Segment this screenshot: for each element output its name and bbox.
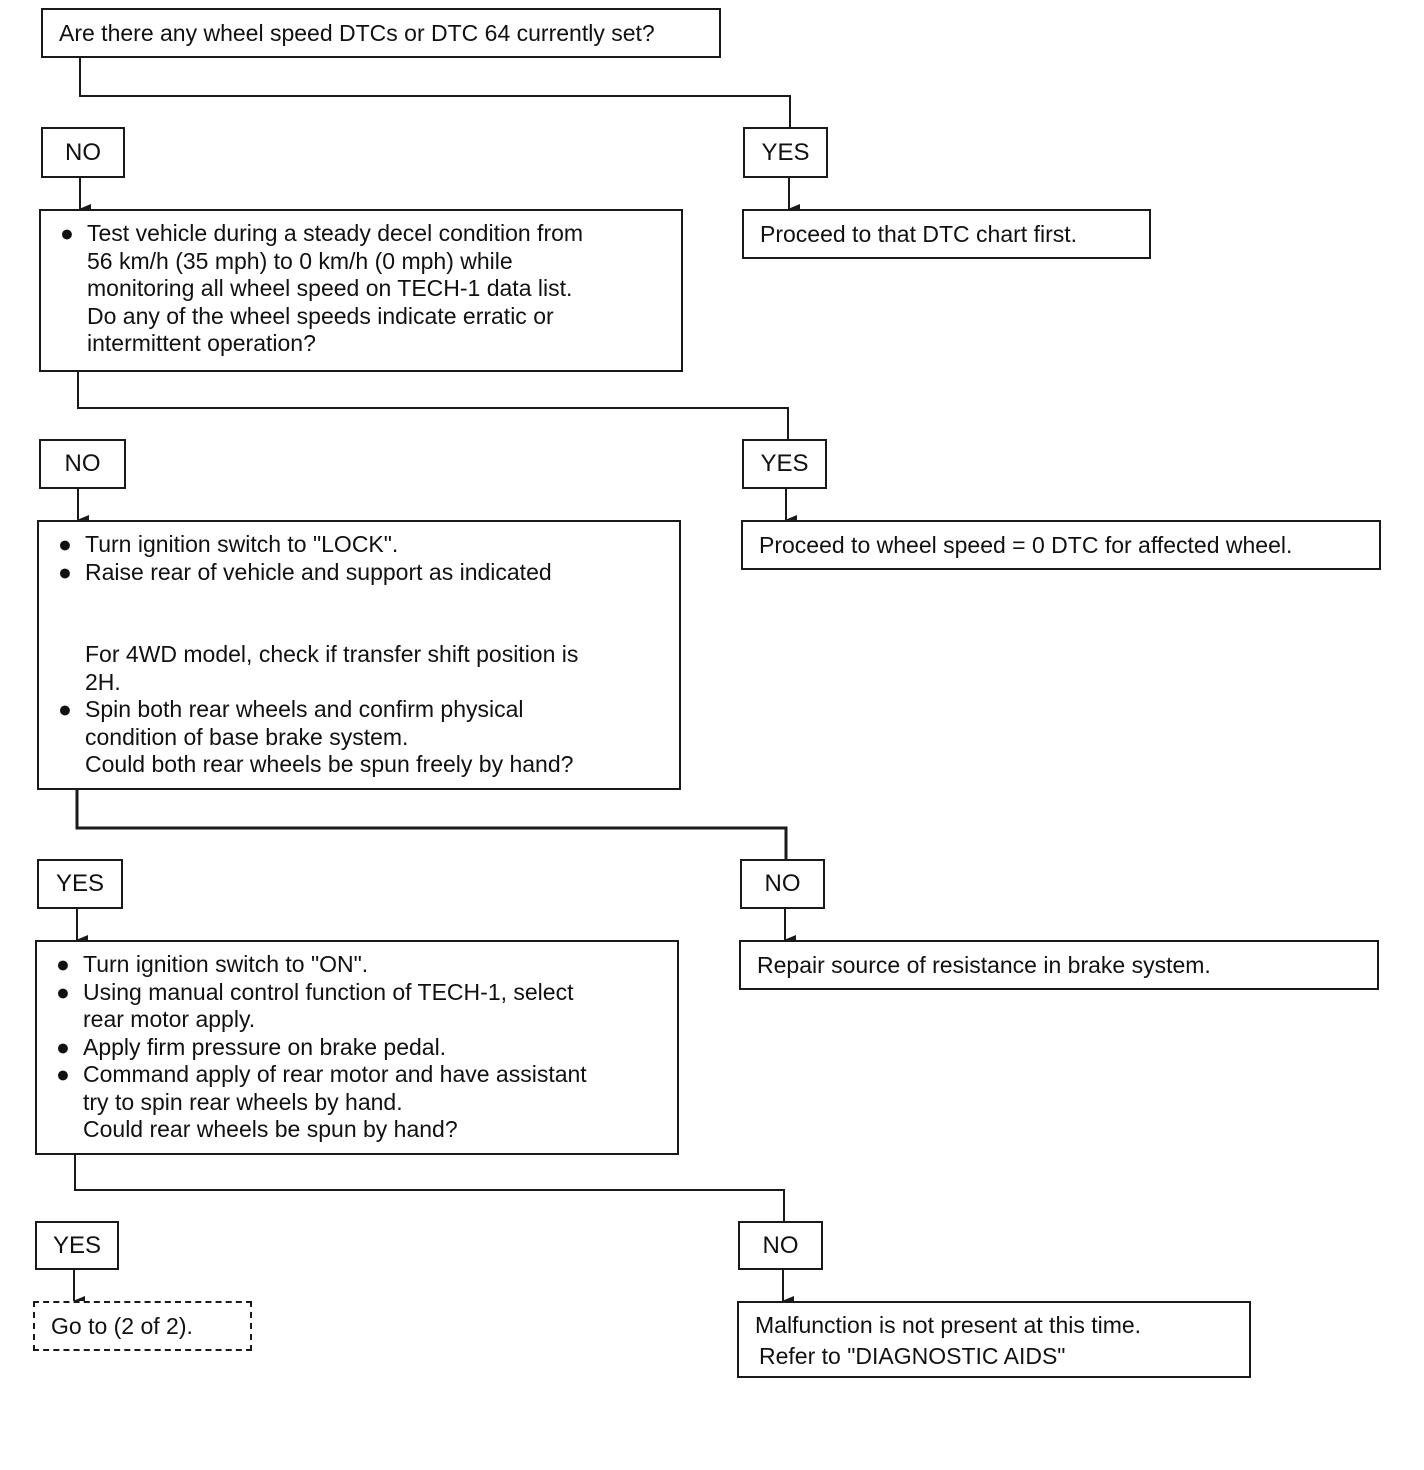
branch-line-q4	[74, 1155, 785, 1221]
bullet-icon: ●	[56, 1061, 70, 1087]
branch-line-q3	[75, 790, 788, 859]
q3-step-3: ● Spin both rear wheels and confirm phys…	[55, 696, 665, 779]
branch-line-q1	[79, 58, 791, 127]
q1-yes-action-box: Proceed to that DTC chart first.	[742, 209, 1151, 259]
q4-step-3: ● Apply firm pressure on brake pedal.	[56, 1033, 447, 1060]
bullet-icon: ●	[60, 220, 74, 246]
branch-line-q2	[77, 372, 789, 439]
q2-yes-action-text: Proceed to wheel speed = 0 DTC for affec…	[759, 532, 1293, 558]
q4-no-action-line-2: Refer to "DIAGNOSTIC AIDS"	[759, 1342, 1066, 1369]
q4-no-action-line-1: Malfunction is not present at this time.	[755, 1312, 1142, 1338]
go-to-next-page-box: Go to (2 of 2).	[33, 1301, 252, 1351]
q3-no-action-text: Repair source of resistance in brake sys…	[757, 952, 1211, 978]
question-4-box: ● Turn ignition switch to "ON". ● Using …	[35, 940, 679, 1155]
q3-no-action-box: Repair source of resistance in brake sys…	[739, 940, 1379, 990]
q1-yes-action-text: Proceed to that DTC chart first.	[760, 221, 1078, 247]
question-1-box: Are there any wheel speed DTCs or DTC 64…	[41, 8, 721, 58]
q3-yes-label: YES	[37, 859, 123, 909]
q2-no-label: NO	[39, 439, 126, 489]
q1-yes-label: YES	[743, 127, 828, 178]
q4-yes-label: YES	[35, 1221, 119, 1270]
q2-line-1: Test vehicle during a steady decel condi…	[87, 220, 584, 246]
q3-step-1: ● Turn ignition switch to "LOCK".	[58, 531, 399, 557]
bullet-icon: ●	[58, 558, 72, 585]
q2-step: ● Test vehicle during a steady decel con…	[57, 220, 667, 358]
q4-step-2: ● Using manual control function of TECH-…	[56, 978, 574, 1033]
q3-step-2: ● Raise rear of vehicle and support as i…	[58, 558, 552, 585]
q3-question: Could both rear wheels be spun freely by…	[85, 751, 574, 777]
question-3-box: ● Turn ignition switch to "LOCK". ● Rais…	[37, 520, 681, 790]
question-1-text: Are there any wheel speed DTCs or DTC 64…	[59, 20, 655, 46]
q4-step-4: ● Command apply of rear motor and have a…	[53, 1061, 663, 1144]
q3-no-label: NO	[740, 859, 825, 909]
q2-yes-label: YES	[742, 439, 827, 489]
q4-no-action-box: Malfunction is not present at this time.…	[737, 1301, 1251, 1378]
bullet-icon: ●	[58, 696, 72, 722]
bullet-icon: ●	[56, 978, 70, 1005]
q3-note-line-1: For 4WD model, check if transfer shift p…	[85, 641, 579, 667]
bullet-icon: ●	[56, 951, 70, 977]
go-to-next-page-text: Go to (2 of 2).	[51, 1313, 193, 1339]
question-2-box: ● Test vehicle during a steady decel con…	[39, 209, 683, 372]
q1-no-label: NO	[41, 127, 125, 178]
q2-line-4: Do any of the wheel speeds indicate erra…	[87, 302, 554, 329]
q2-line-3: monitoring all wheel speed on TECH-1 dat…	[87, 275, 573, 301]
q2-line-5: intermittent operation?	[87, 330, 316, 356]
bullet-icon: ●	[56, 1033, 70, 1060]
q2-line-2: 56 km/h (35 mph) to 0 km/h (0 mph) while	[87, 247, 513, 274]
q4-no-label: NO	[738, 1221, 823, 1270]
bullet-icon: ●	[58, 531, 72, 557]
q3-note-line-2: 2H.	[85, 668, 121, 695]
q4-step-1: ● Turn ignition switch to "ON".	[56, 951, 369, 977]
q4-question: Could rear wheels be spun by hand?	[83, 1116, 458, 1142]
q2-yes-action-box: Proceed to wheel speed = 0 DTC for affec…	[741, 520, 1381, 570]
